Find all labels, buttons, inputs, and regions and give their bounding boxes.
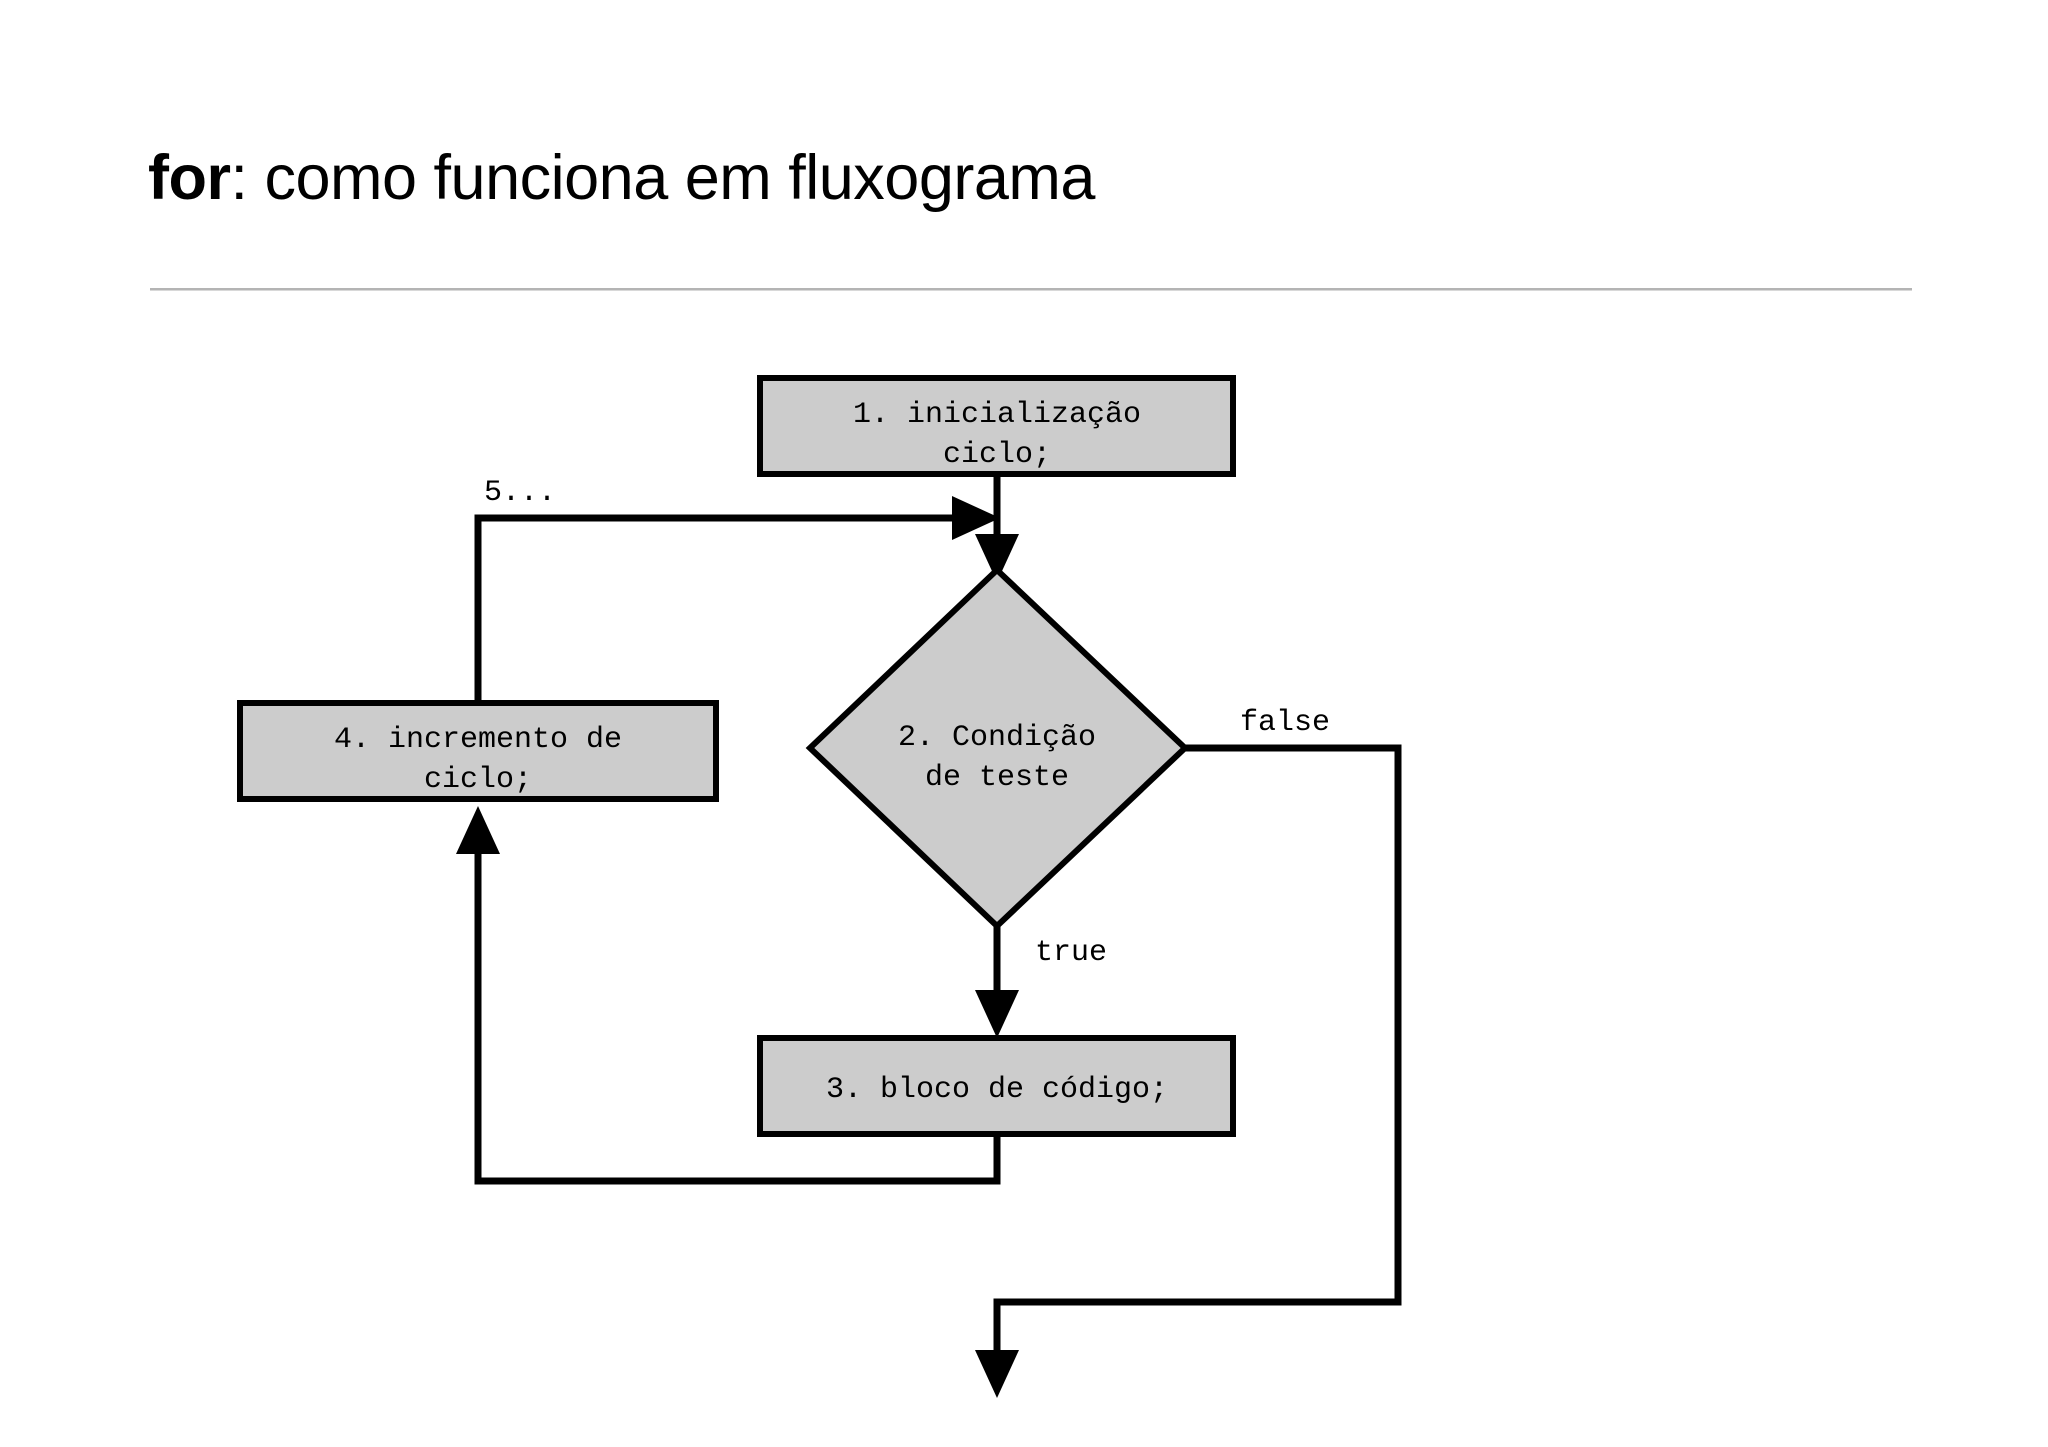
node-condition-line2: de teste xyxy=(925,761,1069,795)
arrowhead-icon xyxy=(975,534,1019,582)
node-condition-line1: 2. Condição xyxy=(898,721,1096,755)
node-increment[interactable]: 4. incremento de ciclo; xyxy=(237,700,719,802)
node-body-line1: 3. bloco de código; xyxy=(826,1073,1168,1107)
arrowhead-icon xyxy=(456,806,500,854)
node-condition[interactable]: 2. Condição de teste xyxy=(805,565,1190,931)
edge-label-true: true xyxy=(1035,936,1107,970)
edge-condition-false-exit xyxy=(975,744,1402,1398)
title-divider xyxy=(150,288,1912,291)
edge-label-loop-back: 5... xyxy=(484,476,556,510)
arrowhead-icon xyxy=(975,1350,1019,1398)
page-title: for: como funciona em fluxograma xyxy=(148,140,1095,216)
edge-condition-true-to-body xyxy=(975,925,1019,1038)
node-initialization[interactable]: 1. inicialização ciclo; xyxy=(757,375,1236,477)
arrowhead-icon xyxy=(975,990,1019,1038)
edge-init-to-condition xyxy=(975,477,1019,582)
arrowhead-icon xyxy=(952,496,1000,540)
node-initialization-line2: ciclo; xyxy=(943,438,1051,472)
edge-loop-back xyxy=(474,496,1000,702)
node-increment-line2: ciclo; xyxy=(424,763,532,797)
node-increment-box[interactable] xyxy=(237,700,719,802)
node-body-box[interactable] xyxy=(757,1035,1236,1137)
node-initialization-line1: 1. inicialização xyxy=(853,398,1141,432)
node-initialization-box[interactable] xyxy=(757,375,1236,477)
node-increment-line1: 4. incremento de xyxy=(334,723,622,757)
node-body[interactable]: 3. bloco de código; xyxy=(757,1035,1236,1137)
edge-label-false: false xyxy=(1240,706,1330,740)
node-condition-diamond[interactable] xyxy=(805,565,1190,931)
page-title-keyword: for xyxy=(148,143,231,213)
edge-body-to-increment xyxy=(456,806,1001,1185)
page-title-rest: : como funciona em fluxograma xyxy=(230,143,1095,213)
